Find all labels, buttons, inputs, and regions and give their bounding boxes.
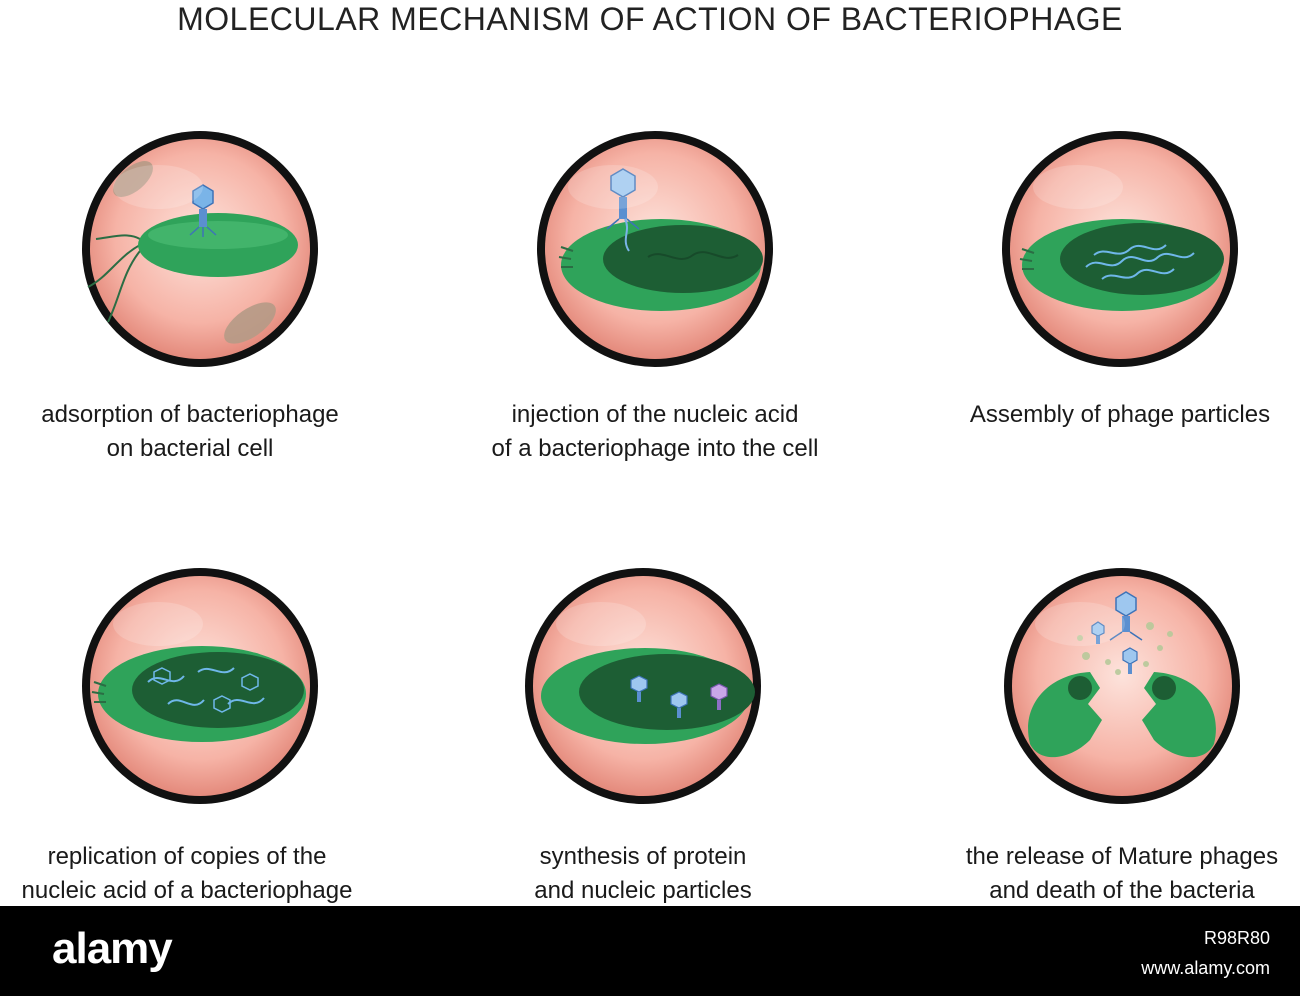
bacteriophage xyxy=(1122,647,1138,674)
stage-synthesis-caption: synthesis of protein and nucleic particl… xyxy=(534,843,752,904)
stage-injection-illustration xyxy=(533,127,777,371)
stage-synthesis-illustration xyxy=(521,564,765,808)
bacteriophage xyxy=(630,675,648,702)
cytoplasm xyxy=(579,654,755,730)
watermark-banner: alamy R98R80 www.alamy.com xyxy=(0,906,1300,996)
bacterium-secondary xyxy=(224,302,276,344)
stage-assembly-caption: Assembly of phage particles xyxy=(969,401,1271,428)
bacteriophage xyxy=(710,683,728,710)
bacteriophage xyxy=(670,691,688,718)
stage-replication-illustration xyxy=(78,564,322,808)
stage-replication-caption: replication of copies of the nucleic aci… xyxy=(21,843,353,904)
diagram-title: MOLECULAR MECHANISM OF ACTION OF BACTERI… xyxy=(177,1,1123,37)
stage-release-caption: the release of Mature phages and death o… xyxy=(965,843,1279,904)
stage-assembly-illustration xyxy=(998,127,1242,371)
stage-injection-caption: injection of the nucleic acid of a bacte… xyxy=(491,401,819,462)
bacteriophage xyxy=(606,168,640,252)
stage-release-illustration xyxy=(1000,564,1244,808)
image-id: R98R80 xyxy=(1203,928,1270,948)
cytoplasm xyxy=(132,652,304,728)
stage-adsorption-illustration xyxy=(78,127,322,371)
bacteriophage xyxy=(1091,621,1105,644)
bacteriophage xyxy=(1109,591,1143,641)
site-url: www.alamy.com xyxy=(1141,958,1270,978)
released-particles xyxy=(1077,622,1173,675)
bacterium-secondary xyxy=(113,161,153,197)
bacteriophage xyxy=(189,184,217,237)
watermark-logo: alamy xyxy=(52,924,173,973)
stage-adsorption-caption: adsorption of bacteriophage on bacterial… xyxy=(41,401,339,462)
